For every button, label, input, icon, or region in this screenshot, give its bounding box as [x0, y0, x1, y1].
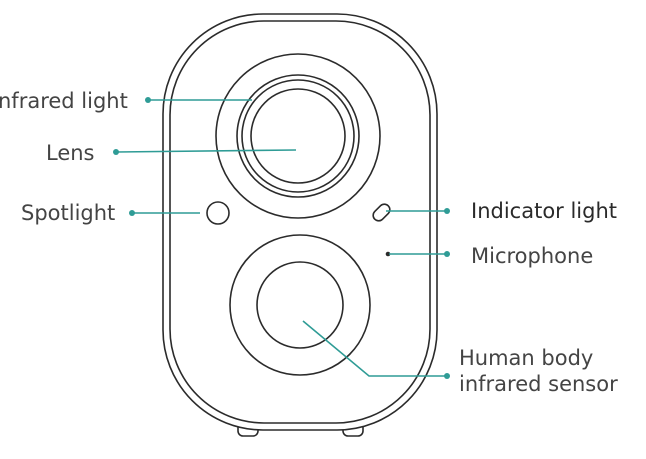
label-indicator-light: Indicator light — [471, 199, 617, 223]
dot-microphone — [444, 251, 450, 257]
leader-pir — [302, 320, 447, 377]
label-infrared-light: nfrared light — [0, 89, 128, 113]
camera-body-outer — [162, 13, 438, 431]
lens-assembly — [215, 53, 381, 219]
dot-lens — [113, 149, 119, 155]
label-human-body: Human body — [459, 346, 593, 370]
dot-indicator — [444, 208, 450, 214]
label-microphone: Microphone — [471, 244, 593, 268]
dot-spotlight — [129, 210, 135, 216]
label-infrared-sensor: infrared sensor — [459, 372, 618, 396]
pir-sensor — [229, 234, 371, 376]
infrared-light-ring — [215, 53, 381, 219]
dot-infrared-light — [145, 97, 151, 103]
leader-lens — [115, 149, 297, 153]
microphone-hole — [385, 251, 391, 257]
label-spotlight: Spotlight — [21, 201, 115, 225]
leader-lines — [113, 97, 450, 379]
lens-mid-ring — [241, 79, 355, 193]
camera-body-inner — [169, 20, 431, 424]
lens-glass — [250, 88, 346, 184]
spotlight — [206, 201, 230, 225]
label-lens: Lens — [46, 141, 95, 165]
lens-outer-ring — [236, 74, 360, 198]
indicator-light — [372, 203, 391, 222]
dot-pir — [444, 373, 450, 379]
